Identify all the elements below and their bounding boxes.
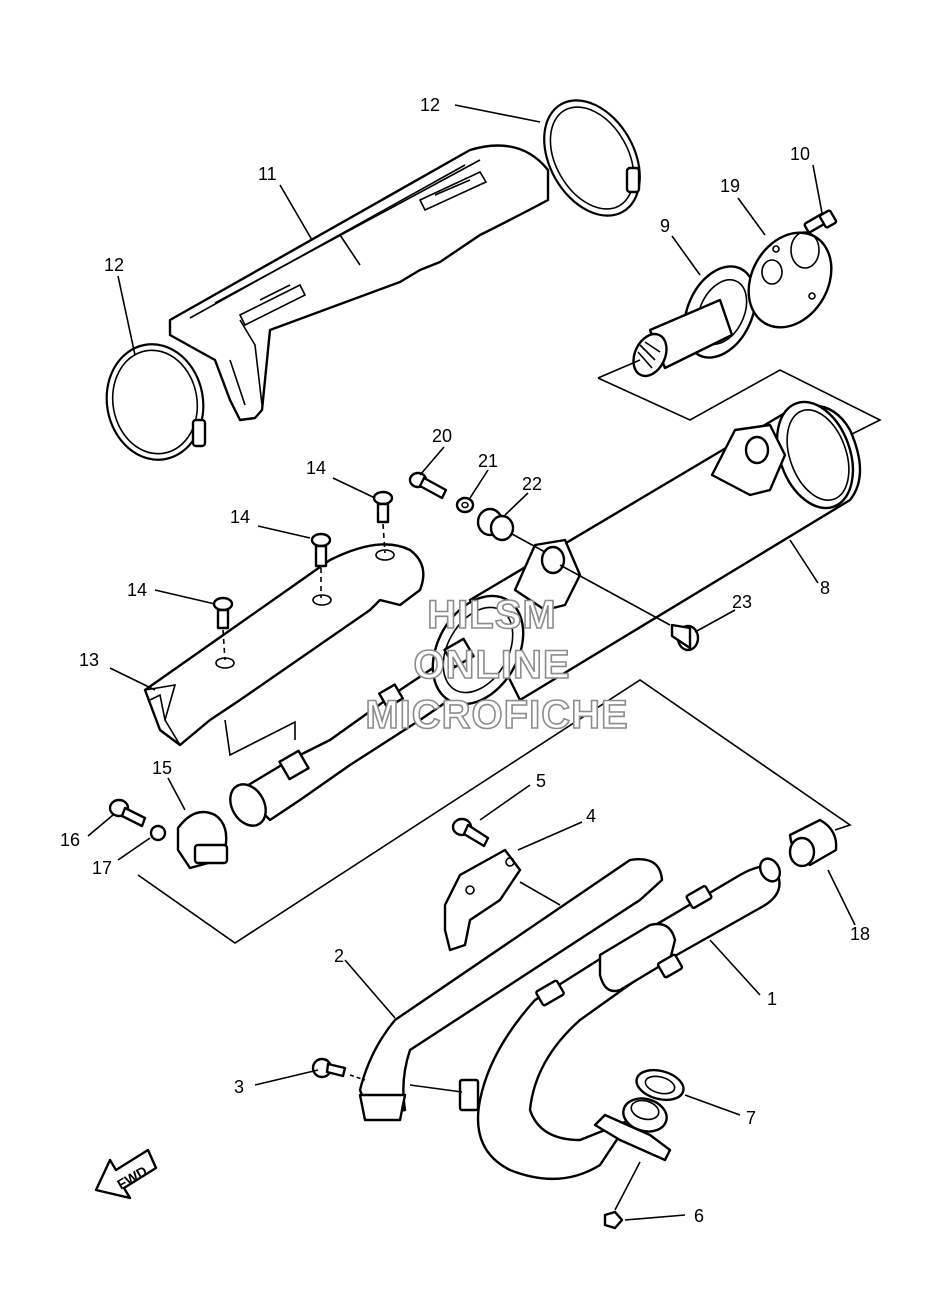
group-line-9-19-a xyxy=(597,359,641,379)
part-4-bracket[interactable] xyxy=(443,848,522,952)
callout-13: 13 xyxy=(79,650,99,670)
part-20-bolt[interactable] xyxy=(408,471,448,500)
callout-1: 1 xyxy=(767,989,777,1009)
part-1-exhaust-pipe[interactable] xyxy=(476,855,784,1180)
part-12-band-lower[interactable] xyxy=(98,337,213,468)
callout-15: 15 xyxy=(152,758,172,778)
part-3-axis xyxy=(349,1074,366,1081)
callout-12b: 12 xyxy=(104,255,124,275)
callout-5: 5 xyxy=(536,771,546,791)
part-13-protector[interactable] xyxy=(143,543,425,747)
group-line-main xyxy=(137,679,852,944)
callout-14a: 14 xyxy=(127,580,147,600)
callout-labels: 12 11 12 10 19 9 20 21 22 14 14 14 13 8 … xyxy=(60,95,870,1226)
part-12-band-upper[interactable] xyxy=(525,83,660,232)
part-14-bolt-a[interactable] xyxy=(212,596,234,630)
watermark: HILSM ONLINE MICROFICHE xyxy=(365,592,629,738)
group-line-13 xyxy=(224,719,296,757)
callout-22: 22 xyxy=(522,474,542,494)
bolt-axis-c xyxy=(382,523,386,554)
part-18-gasket[interactable] xyxy=(788,818,838,868)
part-6-nut[interactable] xyxy=(603,1210,624,1230)
part-14-bolt-c[interactable] xyxy=(372,490,394,524)
callout-8: 8 xyxy=(820,578,830,598)
callout-3: 3 xyxy=(234,1077,244,1097)
callout-14b: 14 xyxy=(230,507,250,527)
pipe-mid-section[interactable] xyxy=(223,580,541,832)
part-7-gasket[interactable] xyxy=(633,1065,687,1104)
part-14-bolt-b[interactable] xyxy=(310,532,332,568)
callout-7: 7 xyxy=(746,1108,756,1128)
callout-10: 10 xyxy=(790,144,810,164)
callout-9: 9 xyxy=(660,216,670,236)
part-21-washer[interactable] xyxy=(455,496,475,514)
callout-23: 23 xyxy=(732,592,752,612)
part-10-bolt[interactable] xyxy=(803,209,838,234)
part-5-bolt[interactable] xyxy=(451,817,490,848)
leader-lines xyxy=(87,104,856,1221)
part-19-end-cap[interactable] xyxy=(732,218,848,343)
part-23-axis xyxy=(559,564,671,626)
part-9-spark-arrester[interactable] xyxy=(627,255,769,381)
callout-11: 11 xyxy=(258,164,277,184)
callout-6: 6 xyxy=(694,1206,704,1226)
watermark-line-1: HILSM xyxy=(427,593,556,637)
part-16-bolt[interactable] xyxy=(108,798,147,828)
callout-19: 19 xyxy=(720,176,740,196)
part-22-axis xyxy=(511,533,546,553)
callout-18: 18 xyxy=(850,924,870,944)
callout-17: 17 xyxy=(92,858,112,878)
fwd-arrow-icon: FWD xyxy=(94,1148,158,1200)
callout-12a: 12 xyxy=(420,95,440,115)
part-17-washer[interactable] xyxy=(149,824,167,842)
part-22-grommet[interactable] xyxy=(476,507,515,542)
part-15-clamp[interactable] xyxy=(176,810,229,870)
callout-20: 20 xyxy=(432,426,452,446)
watermark-line-3: MICROFICHE xyxy=(365,693,628,737)
group-line-9-19-b xyxy=(597,369,882,441)
part-23-collar[interactable] xyxy=(670,623,700,652)
part-3-bolt[interactable] xyxy=(311,1057,347,1079)
callout-2: 2 xyxy=(334,946,344,966)
part-2-guard[interactable] xyxy=(358,858,664,1122)
callout-4: 4 xyxy=(586,806,596,826)
callout-21: 21 xyxy=(478,451,498,471)
callout-16: 16 xyxy=(60,830,80,850)
watermark-line-2: ONLINE xyxy=(413,643,570,687)
exhaust-flange[interactable] xyxy=(593,1094,672,1162)
callout-14c: 14 xyxy=(306,458,326,478)
part-2-clip-line xyxy=(409,1084,463,1093)
part-11-muffler-protector[interactable] xyxy=(168,144,550,422)
part-4-to-2-line xyxy=(519,881,561,906)
